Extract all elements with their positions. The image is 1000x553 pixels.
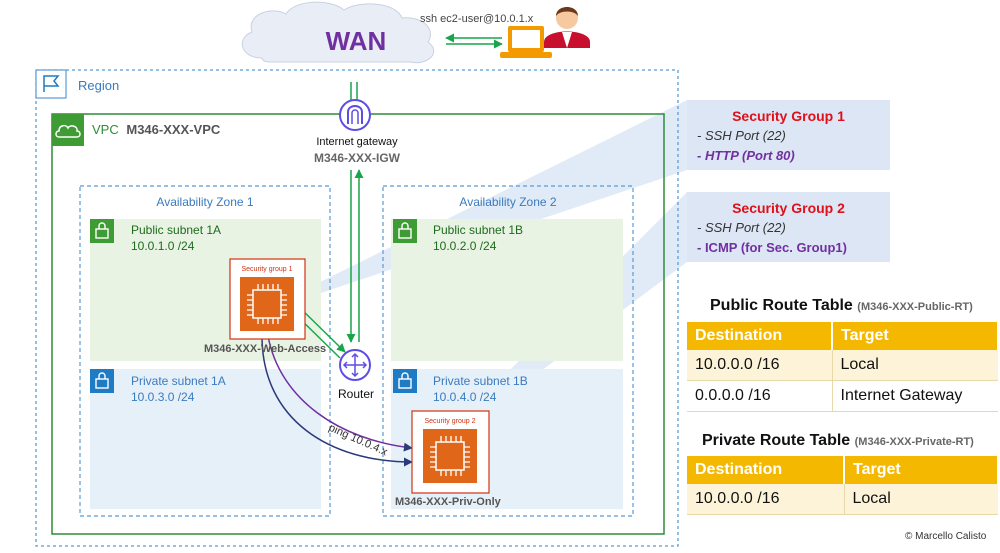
vpc-cloud-icon	[52, 114, 84, 146]
region-boundary	[35, 69, 679, 547]
public-route-table-id: (M346-XXX-Public-RT)	[857, 301, 973, 313]
public-subnet-1a-cidr: 10.0.1.0 /24	[131, 239, 195, 253]
wan-label: WAN	[326, 26, 387, 56]
public-subnet-1b	[391, 219, 623, 361]
ping-arrow-upper	[267, 335, 413, 452]
ping-arrow-lower	[261, 335, 413, 467]
web-instance-name: M346-XXX-Web-Access	[204, 343, 326, 355]
ec2-chip-icon	[423, 429, 477, 483]
priv-instance-name: M346-XXX-Priv-Only	[395, 496, 502, 508]
ping-label: ping 10.0.4.x	[327, 422, 390, 459]
region-label: Region	[78, 78, 119, 93]
public-rt-header-target: Target	[832, 322, 999, 350]
private-route-table-name: Private Route Table	[702, 432, 851, 449]
public-subnet-1a-lock-icon	[90, 219, 114, 243]
public-rt-target: Internet Gateway	[832, 380, 998, 412]
public-subnet-1b-cidr: 10.0.2.0 /24	[433, 239, 497, 253]
security-group-2-tag: Security group 2	[425, 418, 476, 425]
public-route-table: Destination Target 10.0.0.0 /16 Local 0.…	[687, 322, 999, 412]
security-group-1-title: Security Group 1	[732, 108, 845, 124]
laptop-icon	[500, 26, 552, 58]
copyright-notice: © Marcello Calisto	[905, 531, 987, 542]
router-icon	[339, 349, 371, 381]
public-subnet-1b-name: Public subnet 1B	[433, 223, 523, 237]
security-group-1-rule-ssh: - SSH Port (22)	[697, 128, 786, 143]
public-rt-destination: 0.0.0.0 /16	[687, 380, 833, 412]
security-group-1-tag: Security group 1	[242, 266, 293, 273]
private-subnet-1a-name: Private subnet 1A	[131, 374, 226, 388]
private-subnet-1a-cidr: 10.0.3.0 /24	[131, 390, 195, 404]
public-route-table-title: Public Route Table (M346-XXX-Public-RT)	[710, 297, 973, 315]
vpc-label: VPC M346-XXX-VPC	[92, 122, 221, 137]
security-group-2-rule-ssh: - SSH Port (22)	[697, 220, 786, 235]
user-icon	[544, 7, 590, 48]
private-rt-header-target: Target	[844, 456, 999, 484]
security-group-1-rule-http: - HTTP (Port 80)	[697, 148, 795, 163]
az1-label: Availability Zone 1	[156, 195, 253, 209]
private-rt-target: Local	[844, 484, 998, 515]
security-group-1-panel: Security Group 1 - SSH Port (22) - HTTP …	[687, 100, 890, 170]
table-row: 10.0.0.0 /16 Local	[687, 350, 998, 381]
security-group-2-panel: Security Group 2 - SSH Port (22) - ICMP …	[687, 192, 890, 262]
igw-label: Internet gateway	[316, 136, 398, 148]
internet-gateway-icon	[339, 99, 371, 131]
private-rt-destination: 10.0.0.0 /16	[687, 484, 845, 515]
ssh-command-label: ssh ec2-user@10.0.1.x	[420, 13, 534, 25]
public-rt-target: Local	[832, 350, 998, 381]
private-subnet-1b-cidr: 10.0.4.0 /24	[433, 390, 497, 404]
vpc-prefix: VPC	[92, 122, 119, 137]
private-subnet-1a-lock-icon	[90, 369, 114, 393]
private-subnet-1b-name: Private subnet 1B	[433, 374, 528, 388]
private-route-table-id: (M346-XXX-Private-RT)	[854, 436, 974, 448]
igw-name: M346-XXX-IGW	[314, 151, 401, 165]
public-rt-header-destination: Destination	[687, 322, 833, 350]
table-row: 0.0.0.0 /16 Internet Gateway	[687, 380, 998, 412]
private-subnet-1a	[90, 369, 321, 509]
private-rt-header-destination: Destination	[687, 456, 845, 484]
public-route-table-name: Public Route Table	[710, 297, 853, 314]
vpc-name: M346-XXX-VPC	[126, 122, 221, 137]
public-subnet-1b-lock-icon	[393, 219, 417, 243]
public-subnet-1a-name: Public subnet 1A	[131, 223, 221, 237]
availability-zone-1	[79, 185, 331, 517]
public-rt-destination: 10.0.0.0 /16	[687, 350, 833, 381]
availability-zone-2	[382, 185, 634, 517]
private-route-table-title: Private Route Table (M346-XXX-Private-RT…	[702, 432, 974, 450]
private-route-table: Destination Target 10.0.0.0 /16 Local	[687, 456, 999, 515]
region-flag-icon	[35, 69, 67, 99]
table-row: 10.0.0.0 /16 Local	[687, 484, 998, 515]
security-group-2-title: Security Group 2	[732, 200, 845, 216]
private-subnet-1b-lock-icon	[393, 369, 417, 393]
security-group-2-rule-icmp: - ICMP (for Sec. Group1)	[697, 240, 847, 255]
wan-cloud-icon	[241, 1, 435, 64]
ec2-chip-icon	[240, 277, 294, 331]
router-label: Router	[338, 387, 374, 401]
az2-label: Availability Zone 2	[459, 195, 556, 209]
